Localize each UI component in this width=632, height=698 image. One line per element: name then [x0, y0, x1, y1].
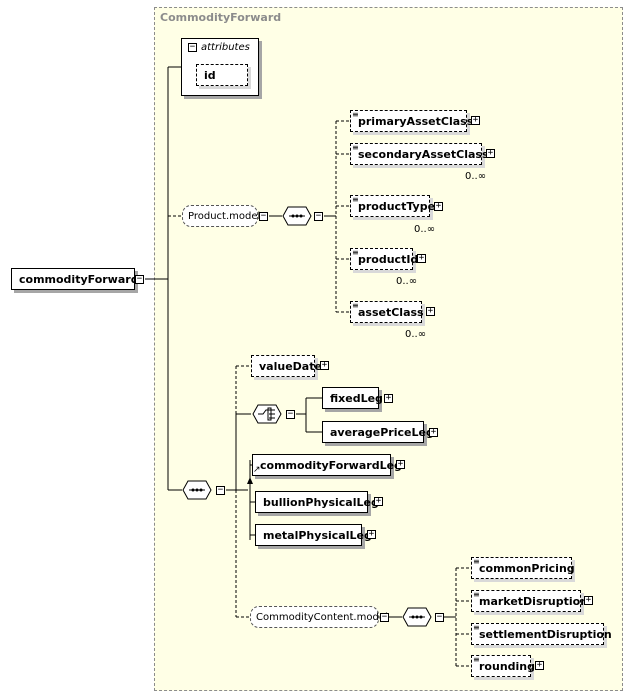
expand-icon[interactable]: + [374, 496, 383, 506]
expand-icon[interactable]: + [535, 660, 544, 670]
sequence-compositor-icon [282, 206, 312, 226]
element-marketDisruption[interactable]: marketDisruption [471, 590, 588, 612]
element-label: productId [358, 252, 419, 266]
element-assetClass[interactable]: assetClass [350, 301, 424, 323]
sequence-compositor-icon [182, 480, 212, 500]
element-commonPricing[interactable]: commonPricing [471, 557, 575, 579]
content-model-icon: ≡ [352, 248, 359, 257]
element-bullionPhysicalLeg[interactable]: bullionPhysicalLeg [255, 491, 379, 513]
expand-icon[interactable]: + [426, 306, 435, 316]
occurrence-label: 0..∞ [396, 276, 418, 287]
expand-icon[interactable]: + [434, 201, 443, 211]
collapse-icon[interactable]: − [380, 612, 389, 622]
element-label: commodityForwardLeg [260, 458, 402, 472]
element-metalPhysicalLeg[interactable]: metalPhysicalLeg [255, 524, 372, 546]
root-element-label: commodityForward [19, 272, 139, 286]
root-element-commodityForward[interactable]: commodityForward [11, 268, 139, 290]
content-model-icon: ≡ [352, 110, 359, 119]
collapse-icon[interactable]: − [135, 274, 144, 284]
element-averagePriceLeg[interactable]: averagePriceLeg [322, 421, 434, 443]
element-label: rounding [479, 659, 535, 673]
expand-icon[interactable]: + [367, 529, 376, 539]
content-model-icon: ≡ [352, 195, 359, 204]
element-label: valueDate [259, 359, 322, 373]
occurrence-label: 0..∞ [465, 171, 487, 182]
collapse-icon[interactable]: − [216, 485, 225, 495]
group-commodity-content-model[interactable]: CommodityContent.model [250, 606, 388, 628]
element-settlementDisruption[interactable]: settlementDisruption [471, 623, 612, 645]
element-productId[interactable]: productId [350, 248, 418, 270]
element-label: bullionPhysicalLeg [263, 495, 379, 509]
collapse-icon[interactable]: − [435, 612, 444, 622]
element-label: assetClass [358, 305, 424, 319]
element-label: fixedLeg [330, 391, 383, 405]
attributes-label: attributes [201, 42, 250, 53]
expand-icon[interactable]: + [320, 360, 329, 370]
reference-arrow-icon: ↗ [253, 465, 261, 475]
element-rounding[interactable]: rounding [471, 655, 535, 677]
expand-icon[interactable]: + [396, 459, 405, 469]
content-model-icon: ≡ [473, 557, 480, 566]
content-model-icon: ≡ [473, 655, 480, 664]
element-label: settlementDisruption [479, 627, 612, 641]
expand-icon[interactable]: + [584, 595, 593, 605]
choice-compositor-icon [252, 404, 282, 424]
attribute-id[interactable]: id [196, 64, 248, 86]
expand-icon[interactable]: + [417, 253, 426, 263]
attribute-label: id [204, 68, 216, 82]
element-valueDate[interactable]: valueDate [251, 355, 322, 377]
element-label: averagePriceLeg [330, 425, 434, 439]
sequence-compositor-icon [402, 607, 432, 627]
occurrence-label: 0..∞ [414, 224, 436, 235]
collapse-icon[interactable]: − [259, 211, 268, 221]
group-label: Product.model [188, 210, 261, 222]
element-commodityForwardLeg[interactable]: commodityForwardLeg [252, 454, 402, 476]
collapse-icon[interactable]: − [188, 42, 197, 52]
expand-icon[interactable]: + [486, 148, 495, 158]
element-fixedLeg[interactable]: fixedLeg [322, 387, 383, 409]
group-label: CommodityContent.model [256, 611, 388, 623]
element-label: marketDisruption [479, 594, 589, 608]
element-label: secondaryAssetClass [358, 147, 489, 161]
element-primaryAssetClass[interactable]: primaryAssetClass [350, 110, 473, 132]
type-title: CommodityForward [160, 11, 282, 24]
collapse-icon[interactable]: − [314, 211, 323, 221]
element-label: commonPricing [479, 561, 575, 575]
occurrence-label: 0..∞ [405, 329, 427, 340]
content-model-icon: ≡ [473, 623, 480, 632]
expand-icon[interactable]: + [429, 427, 438, 437]
content-model-icon: ≡ [473, 590, 480, 599]
element-label: primaryAssetClass [358, 114, 474, 128]
expand-icon[interactable]: + [384, 393, 393, 403]
expand-icon[interactable]: + [471, 115, 480, 125]
collapse-icon[interactable]: − [286, 409, 295, 419]
element-label: productType [358, 199, 436, 213]
content-model-icon: ≡ [352, 143, 359, 152]
group-product-model[interactable]: Product.model [182, 205, 261, 227]
content-model-icon: ≡ [352, 301, 359, 310]
element-secondaryAssetClass[interactable]: secondaryAssetClass [350, 143, 489, 165]
element-productType[interactable]: productType [350, 195, 435, 217]
element-label: metalPhysicalLeg [263, 528, 372, 542]
